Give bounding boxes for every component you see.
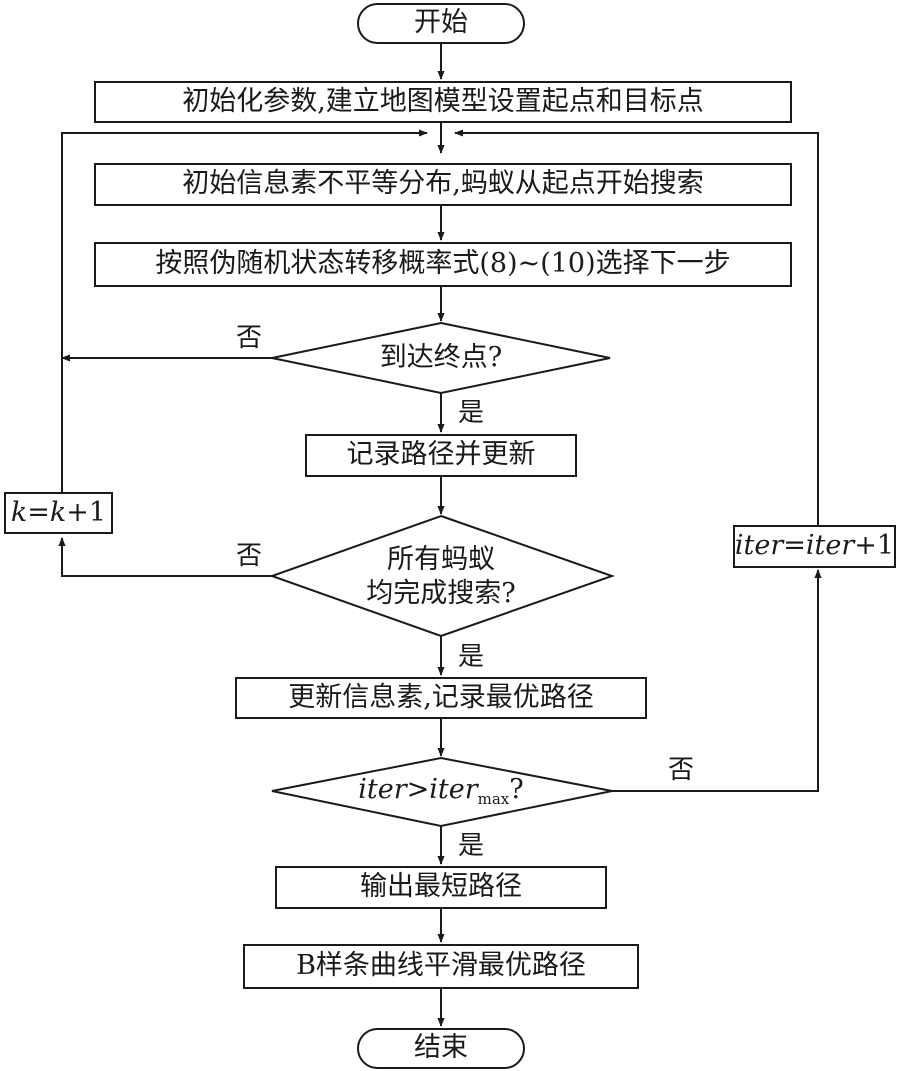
k-update-label: k=k+1 xyxy=(10,496,107,528)
decision-reach-end xyxy=(271,321,611,395)
process-init-pheromone: 初始信息素不平等分布,蚂蚁从起点开始搜索 xyxy=(94,163,792,206)
start-label: 开始 xyxy=(414,7,468,39)
branch-yes-reach-end: 是 xyxy=(458,398,485,428)
update-pheromone-label: 更新信息素,记录最优路径 xyxy=(288,681,594,713)
process-k-update: k=k+1 xyxy=(4,492,113,534)
init-pheromone-label: 初始信息素不平等分布,蚂蚁从起点开始搜索 xyxy=(182,168,704,200)
all-ants-line2: 均完成搜索? xyxy=(366,578,516,609)
process-bspline: B样条曲线平滑最优路径 xyxy=(243,944,639,989)
decision-all-ants xyxy=(269,514,616,638)
process-iter-update: iter=iter+1 xyxy=(733,525,896,568)
iter-check-label: iter>itermax? xyxy=(358,774,524,809)
init-params-label: 初始化参数,建立地图模型设置起点和目标点 xyxy=(182,85,704,117)
all-ants-line1: 所有蚂蚁 xyxy=(387,544,495,576)
all-ants-label: 所有蚂蚁 均完成搜索? xyxy=(321,541,561,613)
branch-no-reach-end: 否 xyxy=(236,323,263,353)
reach-end-label: 到达终点? xyxy=(379,342,503,374)
end-terminator: 结束 xyxy=(357,1028,525,1069)
select-next-label: 按照伪随机状态转移概率式(8)~(10)选择下一步 xyxy=(155,248,731,280)
output-path-label: 输出最短路径 xyxy=(360,871,522,903)
start-terminator: 开始 xyxy=(357,3,525,44)
branch-no-all-ants: 否 xyxy=(236,541,263,571)
process-select-next: 按照伪随机状态转移概率式(8)~(10)选择下一步 xyxy=(94,242,792,287)
branch-no-iter-check: 否 xyxy=(668,755,695,785)
bspline-label: B样条曲线平滑最优路径 xyxy=(296,950,586,982)
edge-k-update-to-merge xyxy=(61,129,428,492)
branch-yes-all-ants: 是 xyxy=(458,642,485,672)
process-init-params: 初始化参数,建立地图模型设置起点和目标点 xyxy=(94,81,792,123)
record-path-label: 记录路径并更新 xyxy=(346,439,536,471)
process-update-pheromone: 更新信息素,记录最优路径 xyxy=(235,677,647,719)
edge-itercheck-no-to-iter-update xyxy=(610,569,822,792)
edge-allants-no-to-k-update xyxy=(58,537,275,577)
process-output-path: 输出最短路径 xyxy=(275,866,607,909)
iter-update-label: iter=iter+1 xyxy=(734,530,895,562)
decision-iter-check xyxy=(271,756,613,828)
end-label: 结束 xyxy=(414,1032,468,1064)
edge-iter-update-to-merge xyxy=(454,129,819,525)
branch-yes-iter-check: 是 xyxy=(458,831,485,861)
process-record-path: 记录路径并更新 xyxy=(305,434,577,477)
